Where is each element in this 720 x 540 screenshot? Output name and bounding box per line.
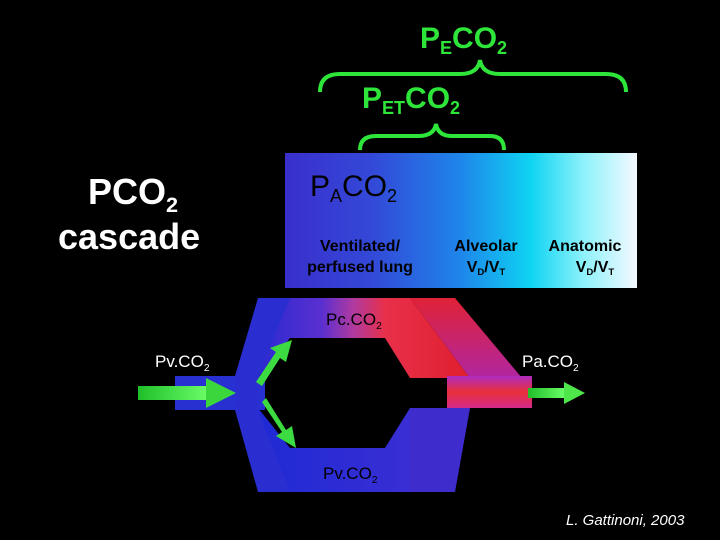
pe-co2-brace bbox=[318, 59, 628, 93]
pv-left-text: Pv.CO bbox=[155, 352, 204, 371]
title-pco-text: PCO bbox=[88, 171, 167, 212]
pa-alv-sub: A bbox=[330, 186, 343, 207]
anatomic-vd-sub: D bbox=[586, 267, 594, 279]
pe-co: CO bbox=[452, 22, 498, 55]
alveolar-ratio: VD/VT bbox=[466, 259, 506, 279]
pa-alv-p: P bbox=[310, 170, 331, 203]
pc-co2-sub: 2 bbox=[376, 320, 382, 332]
arterial-outflow-box bbox=[447, 376, 532, 408]
pv-bottom-text: Pv.CO bbox=[323, 464, 372, 483]
ventilated-line1: Ventilated/ bbox=[319, 238, 401, 255]
pv-left-sub: 2 bbox=[203, 362, 210, 374]
mixed-venous-pco2-left-label: Pv.CO2 bbox=[155, 352, 210, 374]
venous-inflow-arrow bbox=[138, 378, 236, 408]
pa-alv-co-sub: 2 bbox=[387, 186, 398, 207]
anatomic-vd-vt-label: Anatomic VD/VT bbox=[540, 236, 630, 280]
citation: L. Gattinoni, 2003 bbox=[566, 512, 685, 529]
alveolar-line1: Alveolar bbox=[454, 238, 518, 255]
pet-co: CO bbox=[405, 82, 451, 115]
pe-co2-label: PECO2 bbox=[420, 22, 508, 59]
mixed-venous-pco2-bottom-label: Pv.CO2 bbox=[323, 464, 378, 486]
anatomic-line1: Anatomic bbox=[548, 238, 622, 255]
alveolar-vd: V bbox=[466, 259, 478, 276]
capillary-pco2-label: Pc.CO2 bbox=[326, 310, 382, 332]
upper-branch-arrow bbox=[256, 340, 292, 386]
lower-shunt-right bbox=[410, 408, 470, 492]
alveolar-vd-vt-label: Alveolar VD/VT bbox=[446, 236, 526, 280]
pe-p: P bbox=[420, 22, 441, 55]
pet-co-sub: 2 bbox=[450, 98, 461, 119]
pe-sub: E bbox=[440, 38, 453, 59]
pet-sub: ET bbox=[382, 98, 406, 119]
lower-branch-arrow bbox=[262, 398, 296, 448]
arterial-pco2-label: Pa.CO2 bbox=[522, 352, 579, 374]
alveolar-vt-sub: T bbox=[499, 267, 506, 279]
anatomic-slash: /V bbox=[593, 259, 609, 276]
arterial-outflow-arrow bbox=[528, 382, 585, 404]
anatomic-vd: V bbox=[575, 259, 587, 276]
pa-art-text: Pa.CO bbox=[522, 352, 574, 371]
venous-junction bbox=[235, 298, 290, 492]
ventilated-perfused-label: Ventilated/ perfused lung bbox=[300, 236, 420, 278]
title-line1: PCO2 bbox=[88, 171, 178, 217]
pv-bottom-sub: 2 bbox=[371, 474, 378, 486]
alveolar-slash: /V bbox=[484, 259, 500, 276]
alveolar-gradient-panel bbox=[285, 153, 637, 288]
anatomic-ratio: VD/VT bbox=[575, 259, 615, 279]
ventilated-line2: perfused lung bbox=[307, 259, 413, 276]
title-line2: cascade bbox=[58, 216, 201, 257]
title-pco-sub: 2 bbox=[166, 191, 179, 217]
upper-capillary-right bbox=[410, 298, 522, 378]
pc-co2-text: Pc.CO bbox=[326, 310, 377, 329]
pe-co-sub: 2 bbox=[497, 38, 508, 59]
alveolar-pco2-label: PACO2 bbox=[310, 170, 398, 207]
pet-p: P bbox=[362, 82, 383, 115]
pet-co2-brace bbox=[358, 123, 506, 151]
anatomic-vt-sub: T bbox=[608, 267, 615, 279]
pa-alv-co: CO bbox=[342, 170, 388, 203]
diagram-title: PCO2 cascade bbox=[58, 171, 200, 257]
pa-art-sub: 2 bbox=[573, 362, 579, 374]
alveolar-vd-sub: D bbox=[477, 267, 485, 279]
upper-capillary-branch bbox=[258, 298, 470, 378]
pet-co2-label: PETCO2 bbox=[362, 82, 461, 119]
